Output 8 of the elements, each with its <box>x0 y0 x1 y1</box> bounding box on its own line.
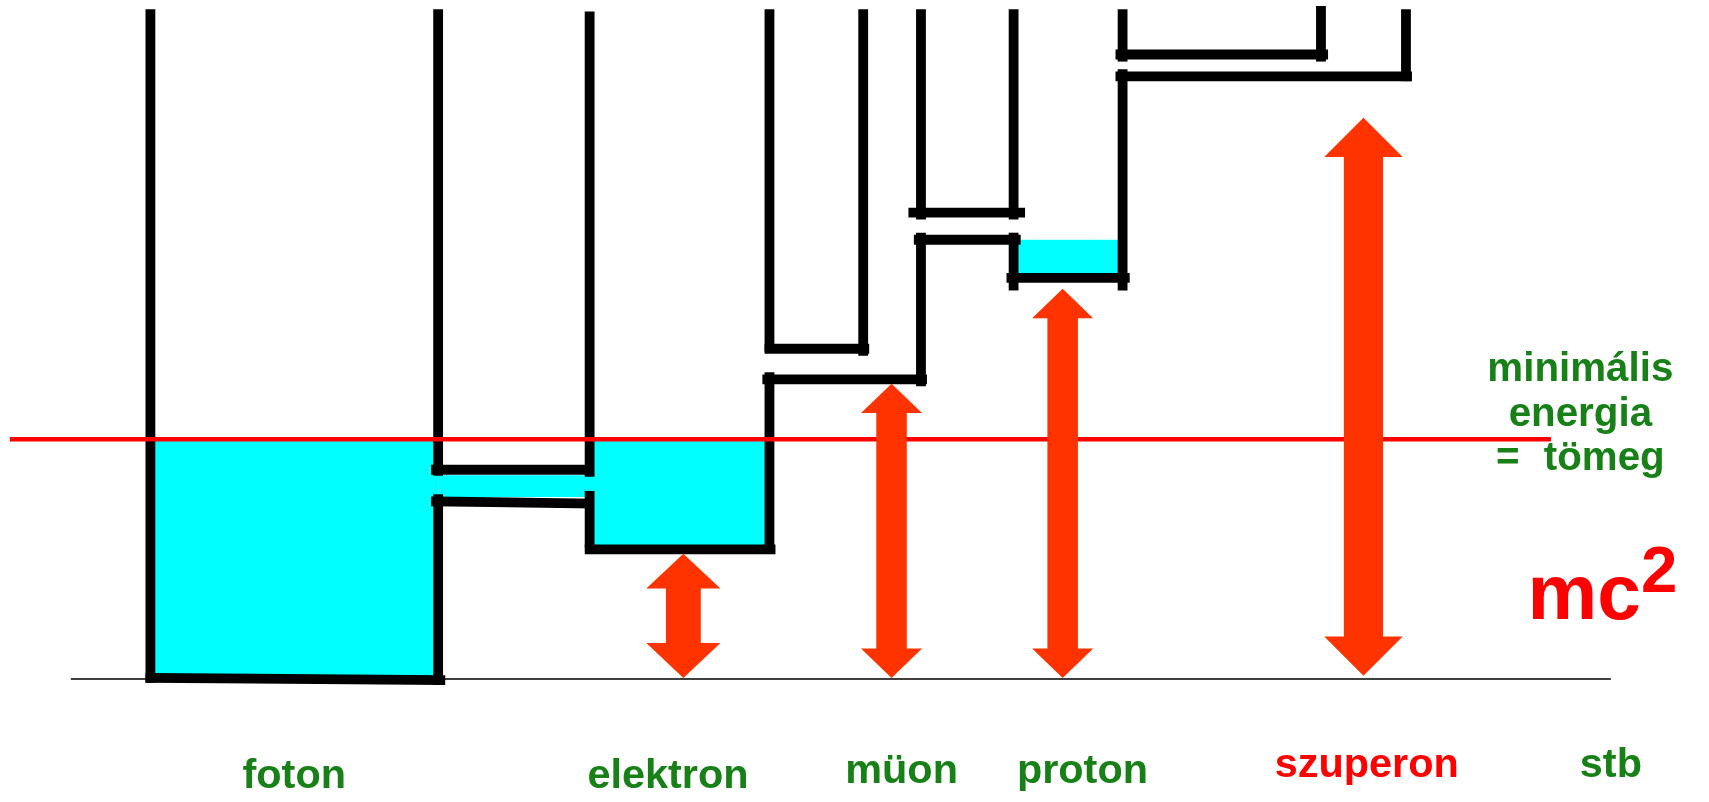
particle-label: foton <box>242 752 346 798</box>
particle-label: stb <box>1579 741 1642 787</box>
particle-label: müon <box>845 746 958 793</box>
annotation-text: minimális energia = tömeg <box>1486 346 1675 480</box>
particle-label: proton <box>1016 746 1148 793</box>
particle-label: szuperon <box>1274 741 1459 787</box>
formula-text: mc$^{2}$ <box>1527 534 1678 636</box>
particle-label: elektron <box>587 752 749 798</box>
